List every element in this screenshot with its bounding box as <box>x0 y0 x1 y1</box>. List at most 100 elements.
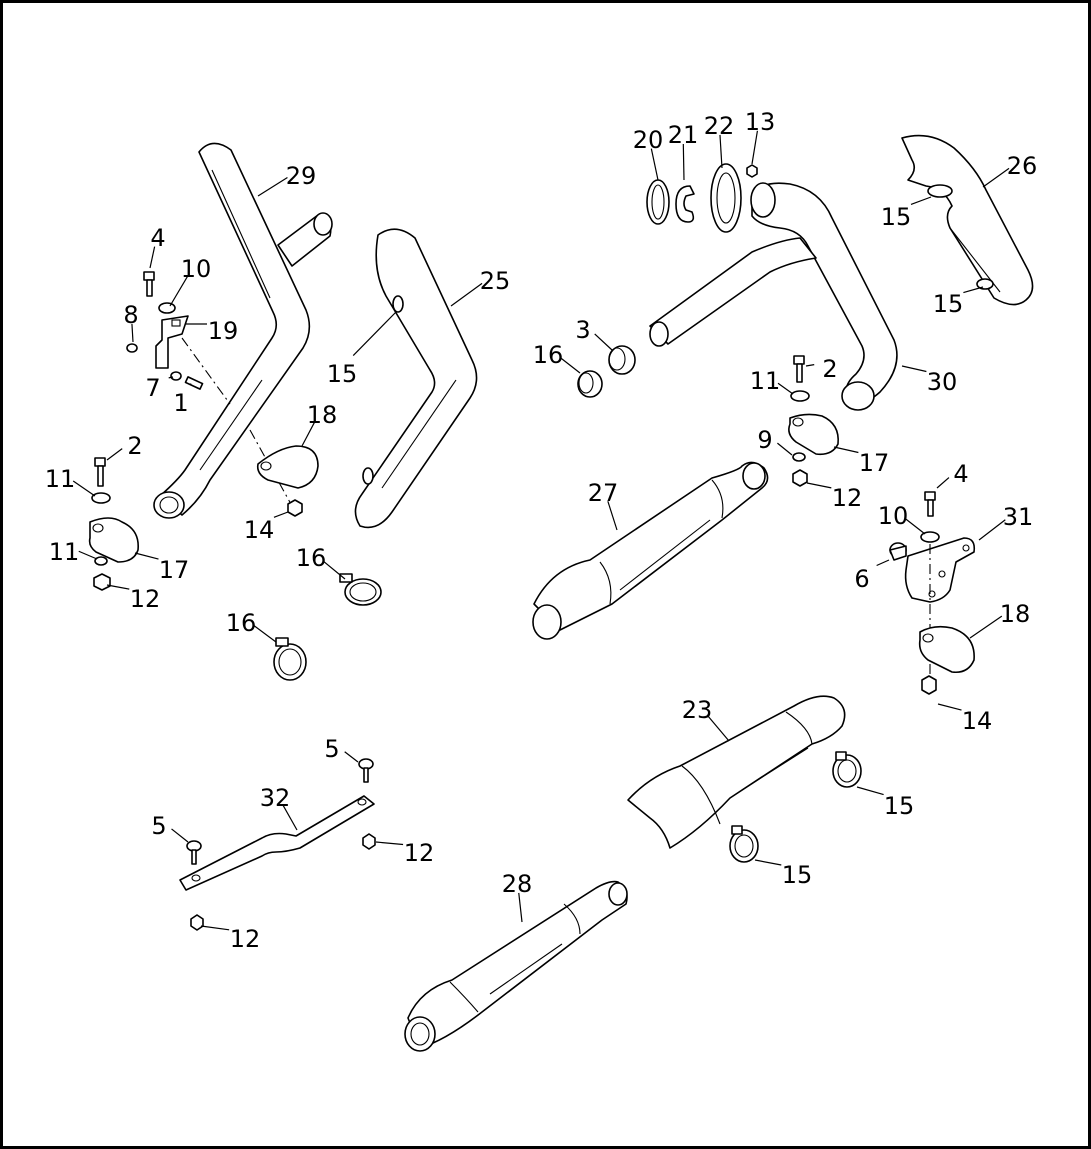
callout-18: 18 <box>969 600 1030 639</box>
part-31-bracket <box>904 537 976 603</box>
callout-number: 28 <box>502 870 533 898</box>
part-19-bracket <box>155 315 189 369</box>
callout-number: 30 <box>927 368 958 396</box>
leader-line <box>322 560 346 580</box>
callout-11: 11 <box>750 367 794 395</box>
callout-number: 25 <box>480 267 511 295</box>
leader-line <box>273 511 289 518</box>
callout-12: 12 <box>200 925 260 953</box>
leader-line <box>982 167 1010 188</box>
part-15-hose-clamp-shield-b <box>976 278 994 290</box>
callout-number: 5 <box>151 812 166 840</box>
leader-line <box>257 177 288 197</box>
callout-16: 16 <box>296 544 346 580</box>
leader-line <box>344 751 359 763</box>
part-10-washer-left <box>158 302 176 314</box>
part-1-bolt <box>184 376 204 390</box>
leader-line <box>777 382 794 395</box>
leader-line <box>253 625 277 643</box>
callout-14: 14 <box>937 703 992 735</box>
leader-line <box>200 925 230 931</box>
leader-line <box>171 828 189 843</box>
part-17-clamp-right <box>788 413 839 456</box>
leader-line <box>282 804 298 831</box>
callout-16: 16 <box>226 609 277 643</box>
leader-line <box>876 559 890 567</box>
callout-number: 12 <box>130 585 161 613</box>
part-11-washer-right <box>790 390 810 402</box>
callout-number: 7 <box>145 374 160 402</box>
part-32-strap <box>179 795 375 891</box>
leader-line <box>106 448 123 461</box>
callout-number: 27 <box>588 479 619 507</box>
callout-10: 10 <box>878 502 926 535</box>
callout-number: 12 <box>832 484 863 512</box>
callout-number: 11 <box>45 465 76 493</box>
part-27-muffler <box>532 461 769 640</box>
callout-number: 2 <box>127 432 142 460</box>
callout-number: 8 <box>123 301 138 329</box>
leader-line <box>106 584 130 590</box>
callout-25: 25 <box>450 267 511 307</box>
callout-21: 21 <box>668 121 699 181</box>
leader-line <box>189 383 192 386</box>
part-28-muffler <box>404 880 628 1052</box>
part-12-nut-strap-b <box>190 914 204 931</box>
leader-line <box>937 703 962 711</box>
callout-14: 14 <box>244 511 289 544</box>
callout-number: 21 <box>668 121 699 149</box>
callout-number: 20 <box>633 126 664 154</box>
callout-16: 16 <box>533 341 581 374</box>
callout-number: 23 <box>682 696 713 724</box>
callout-23: 23 <box>682 696 730 742</box>
callout-number: 26 <box>1007 152 1038 180</box>
callout-number: 1 <box>173 389 188 417</box>
leader-line <box>754 859 782 866</box>
part-18-clamp-left <box>256 445 319 489</box>
leader-line <box>751 130 759 165</box>
callout-number: 16 <box>296 544 327 572</box>
leader-line <box>777 442 793 456</box>
part-23-muffler-shield <box>627 695 846 849</box>
leader-line <box>301 421 316 447</box>
leader-line <box>78 550 98 560</box>
leader-line <box>607 501 618 531</box>
part-4-bolt-left <box>143 271 155 297</box>
callout-32: 32 <box>260 784 298 831</box>
leader-line <box>168 376 174 379</box>
leader-line <box>72 480 96 497</box>
part-29-header-pipe <box>153 142 333 519</box>
callout-15: 15 <box>881 196 932 231</box>
part-18-clamp-right <box>918 625 975 674</box>
callout-number: 4 <box>150 224 165 252</box>
callout-17: 17 <box>134 552 189 584</box>
leader-line <box>901 365 927 373</box>
part-13-nut <box>746 164 758 178</box>
callout-15: 15 <box>933 286 984 318</box>
callout-11: 11 <box>45 465 96 497</box>
leader-line <box>518 892 523 923</box>
leader-line <box>806 482 832 489</box>
part-5-bolt-b <box>186 840 202 865</box>
callout-28: 28 <box>502 870 533 923</box>
callout-number: 12 <box>404 839 435 867</box>
leader-line <box>856 786 884 796</box>
callout-labels: 2941081971211111712181415251616532512122… <box>45 108 1038 953</box>
callout-number: 11 <box>750 367 781 395</box>
callout-number: 18 <box>307 401 338 429</box>
part-15-hose-clamp-shield-a <box>927 184 953 198</box>
callout-5: 5 <box>151 812 189 843</box>
part-20-ring <box>646 179 670 225</box>
callout-6: 6 <box>854 559 890 593</box>
part-15-hose-clamp-d <box>729 825 759 863</box>
callout-number: 15 <box>884 792 915 820</box>
part-14-nut-right <box>921 675 937 695</box>
part-5-bolt-a <box>358 758 374 783</box>
callout-20: 20 <box>633 126 664 181</box>
leader-line <box>905 518 926 535</box>
callout-number: 11 <box>49 538 80 566</box>
callout-4: 4 <box>149 224 166 269</box>
leader-line <box>682 143 685 181</box>
callout-3: 3 <box>575 316 613 351</box>
